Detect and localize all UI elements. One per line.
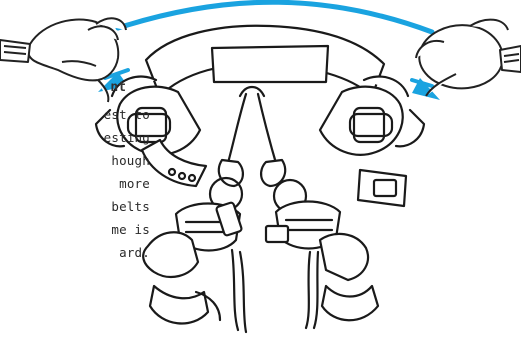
side-caption: nt est to esting hough more belts me is … — [0, 80, 150, 280]
caption-title: nt — [110, 80, 126, 95]
caption-line: me is — [111, 222, 150, 237]
caption-line: hough — [111, 153, 150, 168]
gloved-hand-right-icon — [415, 18, 521, 97]
caption-line: belts — [111, 199, 150, 214]
gloved-hand-left-icon — [0, 17, 127, 103]
climbing-harness-icon — [94, 24, 426, 334]
caption-line: ard. — [119, 245, 150, 260]
caption-line: more — [119, 176, 150, 191]
caption-line: esting — [103, 130, 150, 145]
caption-line: est to — [103, 107, 150, 122]
